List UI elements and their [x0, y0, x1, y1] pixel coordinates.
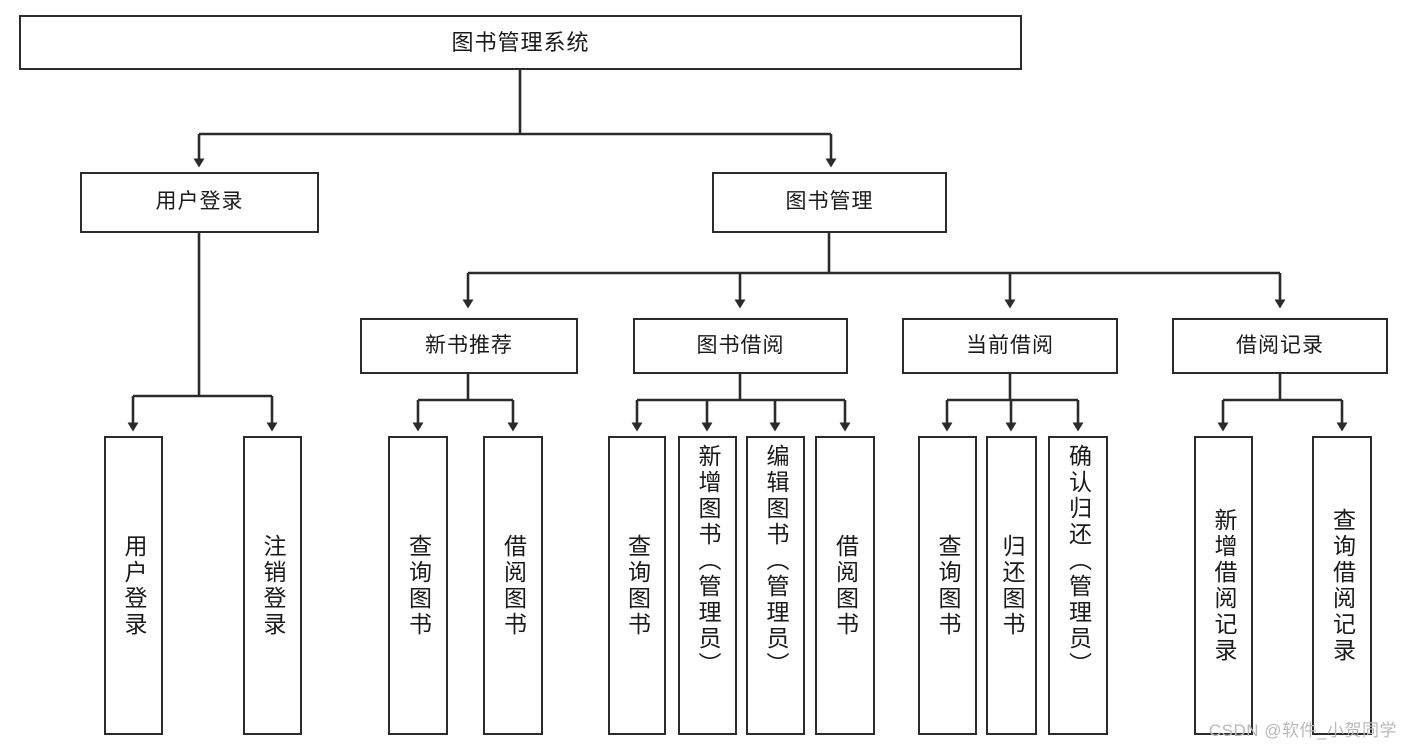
leaf-user-login-label: 用户登录 — [121, 533, 147, 638]
node-book-manage-label: 图书管理 — [785, 190, 874, 214]
leaf-add-book-label: 新增图书（管理员） — [695, 444, 721, 678]
leaf-add-record[interactable]: 新增借阅记录 — [1194, 436, 1253, 735]
leaf-query-book-3-label: 查询图书 — [935, 533, 961, 638]
node-book-borrow-label: 图书借阅 — [696, 333, 785, 357]
leaf-confirm-return-label: 确认归还（管理员） — [1065, 444, 1092, 678]
node-current-borrow-label: 当前借阅 — [966, 333, 1054, 357]
leaf-borrow-book-2-label: 借阅图书 — [832, 533, 859, 638]
node-book-borrow[interactable]: 图书借阅 — [633, 318, 848, 374]
leaf-query-book-1-label: 查询图书 — [405, 533, 432, 638]
node-user-login-label: 用户登录 — [155, 190, 244, 214]
leaf-borrow-book-2[interactable]: 借阅图书 — [815, 436, 875, 735]
leaf-user-login[interactable]: 用户登录 — [104, 436, 163, 735]
node-root[interactable]: 图书管理系统 — [19, 15, 1022, 70]
leaf-add-book[interactable]: 新增图书（管理员） — [678, 436, 737, 735]
leaf-borrow-book-1-label: 借阅图书 — [500, 533, 527, 638]
leaf-query-book-1[interactable]: 查询图书 — [388, 436, 448, 735]
leaf-query-book-2-label: 查询图书 — [624, 533, 651, 638]
node-borrow-record-label: 借阅记录 — [1236, 333, 1324, 357]
leaf-return-book-label: 归还图书 — [999, 533, 1025, 638]
leaf-logout-label: 注销登录 — [260, 533, 286, 638]
leaf-edit-book[interactable]: 编辑图书（管理员） — [746, 436, 805, 735]
leaf-query-record-label: 查询借阅记录 — [1329, 507, 1356, 664]
node-borrow-record[interactable]: 借阅记录 — [1172, 318, 1388, 374]
node-user-login[interactable]: 用户登录 — [80, 172, 319, 233]
leaf-query-book-2[interactable]: 查询图书 — [608, 436, 666, 735]
node-new-book-recommend[interactable]: 新书推荐 — [360, 318, 578, 374]
node-current-borrow[interactable]: 当前借阅 — [902, 318, 1118, 374]
leaf-logout[interactable]: 注销登录 — [243, 436, 302, 735]
leaf-confirm-return[interactable]: 确认归还（管理员） — [1048, 436, 1108, 735]
leaf-return-book[interactable]: 归还图书 — [986, 436, 1037, 735]
leaf-query-record[interactable]: 查询借阅记录 — [1312, 436, 1372, 735]
node-new-book-recommend-label: 新书推荐 — [425, 333, 513, 357]
leaf-query-book-3[interactable]: 查询图书 — [918, 436, 977, 735]
leaf-borrow-book-1[interactable]: 借阅图书 — [483, 436, 543, 735]
leaf-edit-book-label: 编辑图书（管理员） — [763, 444, 789, 678]
node-root-label: 图书管理系统 — [451, 29, 590, 55]
node-book-manage[interactable]: 图书管理 — [712, 172, 947, 233]
leaf-add-record-label: 新增借阅记录 — [1211, 507, 1237, 664]
